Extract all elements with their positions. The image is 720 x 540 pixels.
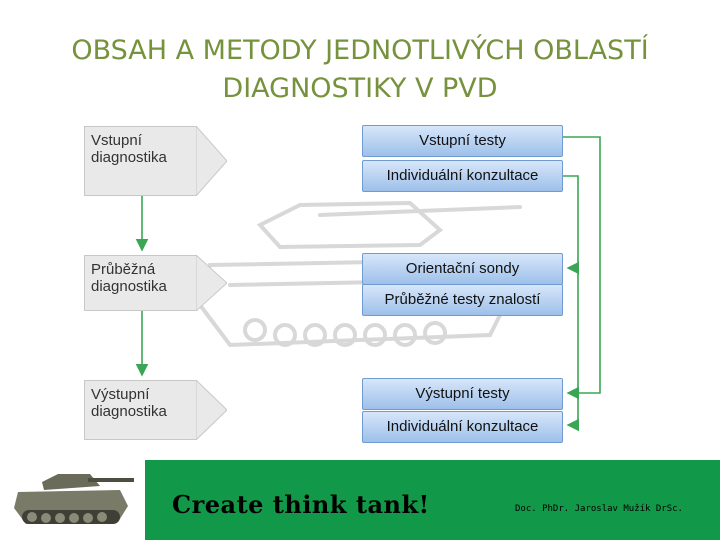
footer-bar [145,460,720,540]
method-entry-consultation: Individuální konzultace [362,160,563,192]
stage-ongoing-chevron [196,255,227,311]
title-line-2: DIAGNOSTIKY V PVD [222,73,498,104]
footer-slogan: Create think tank! [172,490,430,519]
stage-entry-label-1: Vstupní [91,132,142,149]
slide-title: OBSAH A METODY JEDNOTLIVÝCH OBLASTÍ DIAG… [0,32,720,108]
stage-entry-box: Vstupní diagnostika [84,126,197,196]
stage-exit-label-2: diagnostika [91,403,167,420]
tank-logo-icon [14,474,134,524]
stage-exit-box: Výstupní diagnostika [84,380,197,440]
title-line-1: OBSAH A METODY JEDNOTLIVÝCH OBLASTÍ [71,35,649,66]
method-probes: Orientační sondy [362,253,563,285]
method-progress-tests: Průběžné testy znalostí [362,284,563,316]
stage-entry-label-2: diagnostika [91,149,167,166]
stage-exit-chevron [196,380,227,440]
stage-ongoing-box: Průběžná diagnostika [84,255,197,311]
footer-author: Doc. PhDr. Jaroslav Mužík DrSc. [515,504,683,514]
method-exit-tests: Výstupní testy [362,378,563,410]
method-exit-consultation: Individuální konzultace [362,411,563,443]
stage-exit-label-1: Výstupní [91,386,150,403]
stage-ongoing-label-1: Průběžná [91,261,156,278]
method-entry-tests: Vstupní testy [362,125,563,157]
stage-ongoing-label-2: diagnostika [91,278,167,295]
stage-entry-chevron [196,126,227,196]
